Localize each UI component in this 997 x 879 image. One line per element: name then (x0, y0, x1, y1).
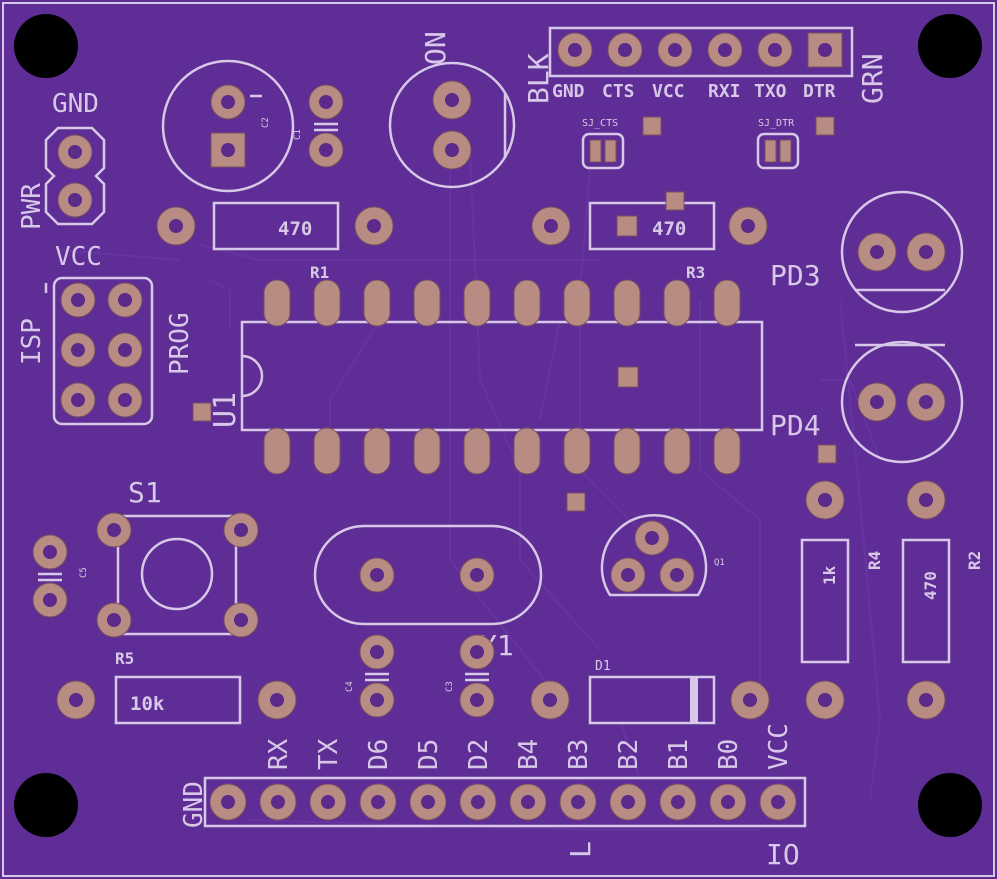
io-pin-label-1: RX (264, 738, 294, 770)
capacitor-c2: C2 (161, 59, 295, 193)
io-pin-label-2: TX (314, 738, 344, 770)
l-mark: L (564, 841, 597, 858)
mount-hole-bl (14, 773, 78, 837)
pd3-label: PD3 (770, 259, 821, 292)
io-pad-hole-0 (221, 795, 235, 809)
io-pin-label-6: B4 (514, 739, 544, 770)
svg-text:DTR: DTR (803, 81, 836, 102)
svg-text:R4: R4 (865, 551, 884, 570)
svg-text:R2: R2 (965, 551, 984, 570)
mount-hole-br (918, 773, 982, 837)
capacitor-c5: C5 (32, 534, 89, 618)
isp-header: VCC ISP PROG (17, 242, 195, 426)
svg-text:C3: C3 (445, 681, 455, 692)
svg-text:R5: R5 (115, 649, 134, 668)
io-pad-hole-4 (421, 795, 435, 809)
on-label: ON (419, 31, 452, 65)
io-pin-label-10: B0 (714, 739, 744, 770)
capacitor-c1: C1 (293, 84, 344, 168)
io-pad-hole-10 (721, 795, 735, 809)
mounting-holes (14, 14, 982, 837)
resistor-r3: 470 R3 (531, 191, 768, 282)
io-pin-label-0: GND (179, 781, 209, 828)
solder-jumper-dtr: SJ_DTR (756, 116, 835, 170)
resistor-r2: 470 R2 (901, 480, 984, 720)
svg-text:D1: D1 (595, 659, 611, 674)
transistor-q1: Q1 (600, 514, 725, 597)
io-pad-hole-6 (521, 795, 535, 809)
svg-text:SJ_CTS: SJ_CTS (582, 118, 618, 129)
ftdi-header: BLK GRN GND CTS VCC RXI TXO DTR (522, 26, 889, 104)
svg-text:CTS: CTS (602, 81, 635, 102)
svg-text:1k: 1k (820, 565, 839, 585)
io-header: GND RX TX D6 D5 D2 B4 B3 B2 B1 B0 VCC L IO (179, 723, 807, 871)
svg-text:TXO: TXO (754, 81, 787, 102)
ic-u1: U1 (192, 279, 764, 512)
io-pad-hole-3 (371, 795, 385, 809)
svg-text:C2: C2 (261, 117, 271, 128)
io-pad-hole-2 (321, 795, 335, 809)
svg-text:RXI: RXI (708, 81, 741, 102)
led-pd4: PD4 (770, 340, 964, 464)
io-pin-label-7: B3 (564, 739, 594, 770)
svg-text:C1: C1 (293, 129, 303, 140)
svg-text:470: 470 (652, 218, 686, 240)
mount-hole-tr (918, 14, 982, 78)
svg-text:GND: GND (552, 81, 585, 102)
isp-label: ISP (17, 318, 47, 365)
io-labels: GND RX TX D6 D5 D2 B4 B3 B2 B1 B0 VCC (179, 723, 794, 828)
svg-text:Q1: Q1 (714, 558, 725, 568)
io-pad-hole-8 (621, 795, 635, 809)
u1-label: U1 (208, 392, 243, 428)
io-pin-label-5: D2 (464, 739, 494, 770)
io-pin-label-3: D6 (364, 739, 394, 770)
io-pin-label-8: B2 (614, 739, 644, 770)
svg-text:470: 470 (278, 218, 312, 240)
svg-text:C5: C5 (79, 567, 89, 578)
svg-text:VCC: VCC (652, 81, 685, 102)
svg-text:10k: 10k (130, 693, 165, 715)
s1-label: S1 (128, 476, 162, 509)
io-label: IO (766, 838, 800, 871)
io-pad-hole-11 (771, 795, 785, 809)
svg-text:R3: R3 (686, 263, 705, 282)
mount-hole-tl (14, 14, 78, 78)
pwr-header: GND PWR (17, 89, 106, 230)
capacitor-c3: C3 (445, 634, 495, 718)
led-pd3: PD3 (770, 190, 964, 314)
io-pads (209, 783, 797, 821)
io-pad-hole-5 (471, 795, 485, 809)
resistor-r1: 470 R1 (156, 201, 394, 282)
svg-text:C4: C4 (345, 681, 355, 692)
io-pin-label-9: B1 (664, 739, 694, 770)
io-pin-label-11: VCC (764, 723, 794, 770)
led-on: ON (388, 31, 516, 189)
grn-label: GRN (856, 53, 889, 104)
svg-text:470: 470 (921, 571, 940, 600)
gnd-label: GND (52, 89, 99, 119)
io-pin-label-4: D5 (414, 739, 444, 770)
io-pad-hole-1 (271, 795, 285, 809)
resistor-r4: 1k R4 (800, 480, 884, 720)
capacitor-c4: C4 (345, 634, 395, 718)
diode-d1: D1 (530, 659, 770, 725)
prog-label: PROG (165, 312, 195, 375)
io-pad-hole-9 (671, 795, 685, 809)
vcc-left-label: VCC (55, 242, 102, 272)
button-s1: S1 (96, 476, 259, 638)
pd4-label: PD4 (770, 409, 821, 442)
svg-text:SJ_DTR: SJ_DTR (758, 118, 795, 129)
resistor-r5: R5 10k (56, 649, 297, 725)
pwr-label: PWR (17, 183, 47, 230)
solder-jumper-cts: SJ_CTS (581, 116, 662, 170)
io-pad-hole-7 (571, 795, 585, 809)
svg-text:R1: R1 (310, 263, 329, 282)
